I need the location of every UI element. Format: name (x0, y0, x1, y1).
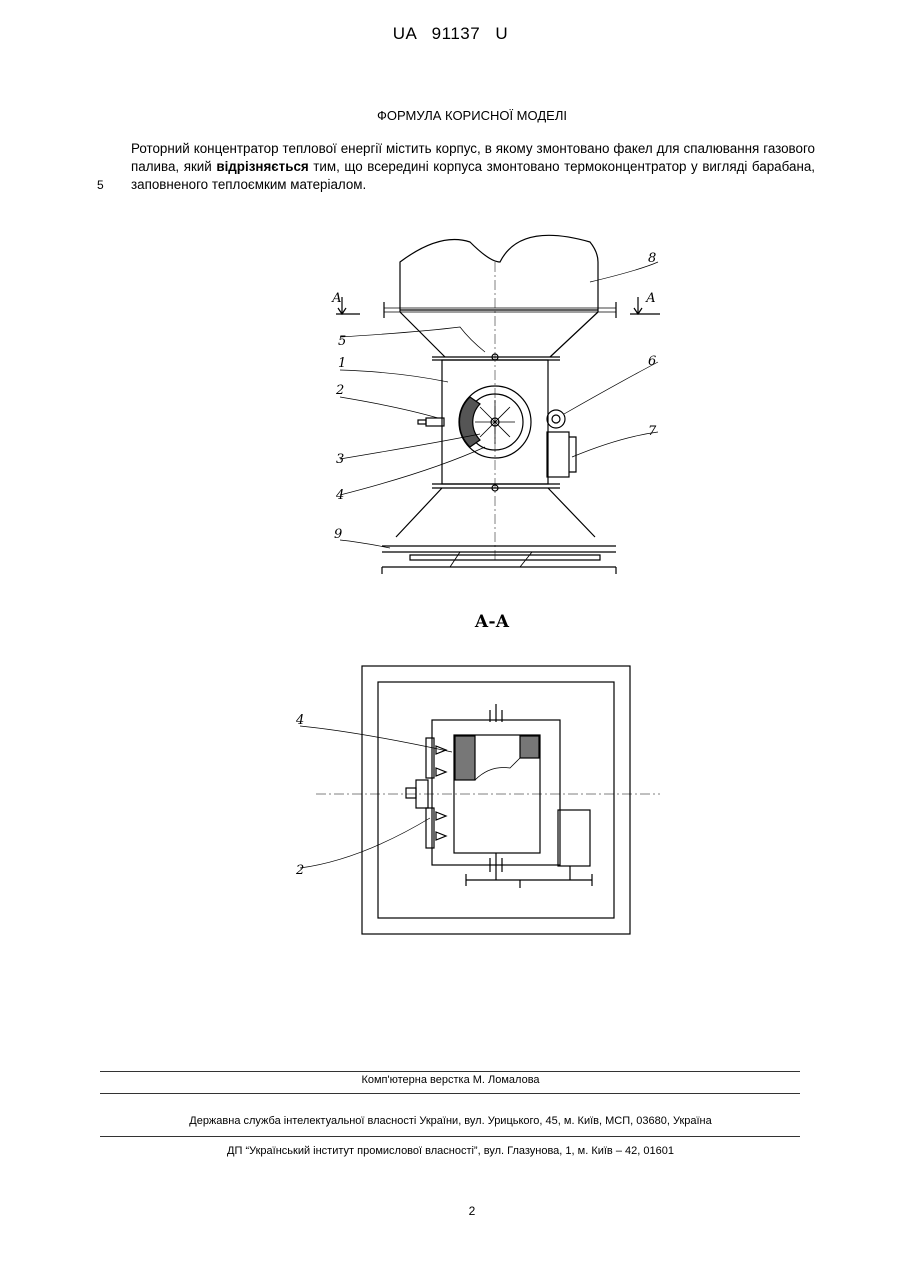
footer-rule-3 (100, 1136, 800, 1137)
footer-rule-2 (100, 1093, 800, 1094)
callout-3: 3 (336, 452, 344, 467)
figure-1-drawing: А А 1 2 3 4 5 6 7 8 9 (320, 222, 680, 592)
callout-2: 2 (335, 383, 344, 398)
callout-a-4: 4 (295, 713, 304, 728)
figure-2-drawing: 4 2 (280, 660, 680, 950)
callout-5: 5 (338, 334, 346, 349)
section-label: А-А (0, 612, 901, 632)
callout-a-2: 2 (295, 863, 304, 878)
claim-text: Роторний концентратор теплової енергії м… (131, 140, 815, 194)
section-mark-right: А (645, 291, 656, 306)
claim-keyword: відрізняється (216, 159, 308, 174)
callout-1: 1 (338, 356, 346, 371)
callout-9: 9 (334, 527, 342, 542)
footer-rule-1 (100, 1071, 800, 1072)
claims-title: ФОРМУЛА КОРИСНОЇ МОДЕЛІ (0, 108, 901, 123)
callout-4: 4 (335, 488, 344, 503)
line-number: 5 (97, 178, 104, 192)
callout-7: 7 (648, 424, 657, 439)
callout-8: 8 (648, 251, 656, 266)
section-mark-left: А (331, 291, 342, 306)
document-number: UA 91137 U (0, 24, 901, 44)
layout-credit: Комп'ютерна верстка М. Ломалова (0, 1074, 901, 1086)
hopper-outline (400, 235, 598, 312)
office-address: Державна служба інтелектуальної власност… (0, 1115, 901, 1127)
publisher-address: ДП “Український інститут промислової вла… (0, 1145, 901, 1157)
page-number: 2 (0, 1204, 901, 1218)
callout-6: 6 (648, 354, 656, 369)
